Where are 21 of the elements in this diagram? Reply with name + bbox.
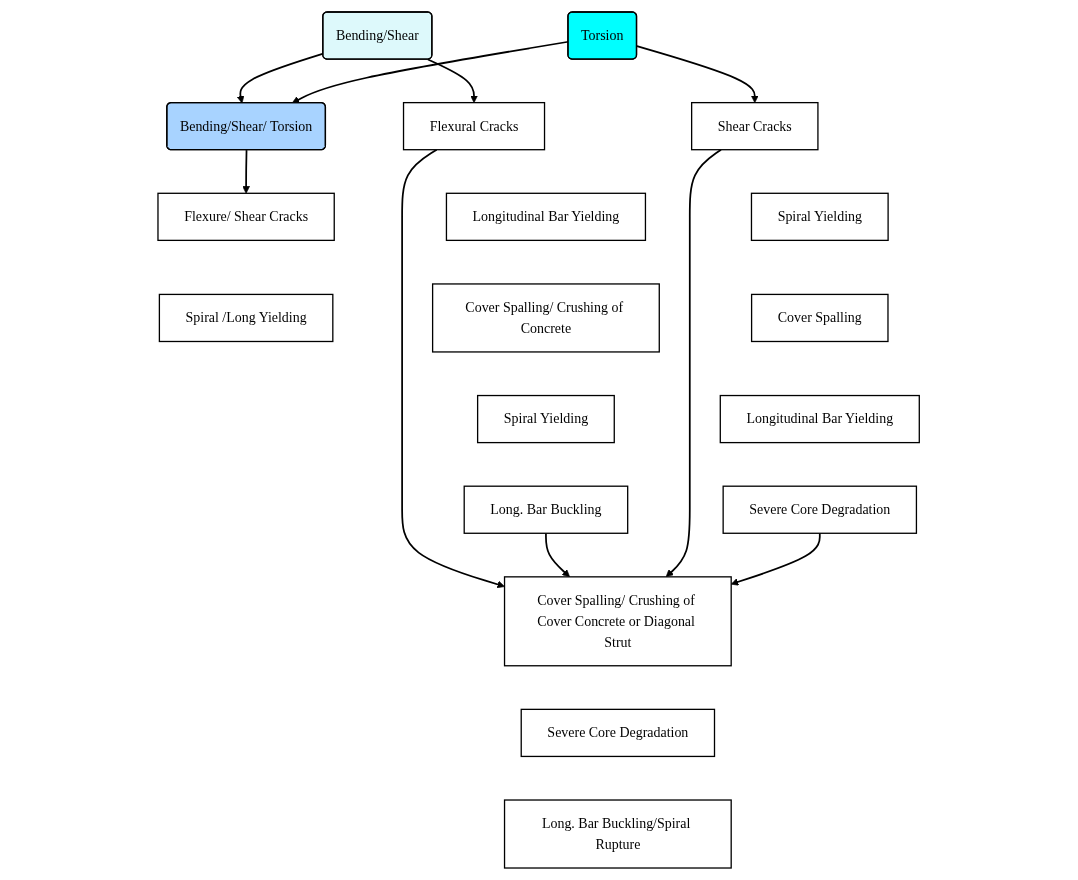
node-box: Spiral Yielding (751, 192, 890, 242)
node-box: Cover Spalling/ Crushing of Cover Concrete or Diagonal Strut (504, 576, 733, 667)
node-box: Severe Core Degradation (520, 708, 716, 758)
node-box: Cover Spalling/ Crushing of Concrete (432, 283, 661, 353)
node-box: Cover Spalling (751, 293, 889, 343)
node-box: Spiral /Long Yielding (159, 293, 334, 343)
arrow (666, 148, 723, 578)
arrow (545, 532, 571, 578)
node-box: Spiral Yielding (477, 394, 616, 444)
arrow (636, 45, 759, 103)
node-box: Longitudinal Bar Yielding (446, 192, 647, 242)
node-box: Severe Core Degradation (722, 485, 918, 534)
node-box: Longitudinal Bar Yielding (720, 394, 921, 444)
arrow (242, 149, 251, 194)
node-box: Shear Cracks (691, 101, 819, 151)
node-box: Long. Bar Buckling (463, 485, 629, 534)
node-box: Flexure/ Shear Cracks (157, 192, 336, 242)
arrow (731, 532, 821, 586)
arrow (427, 58, 479, 103)
node-box: Long. Bar Buckling/Spiral Rupture (504, 799, 733, 869)
node-box: Flexural Cracks (403, 101, 546, 151)
